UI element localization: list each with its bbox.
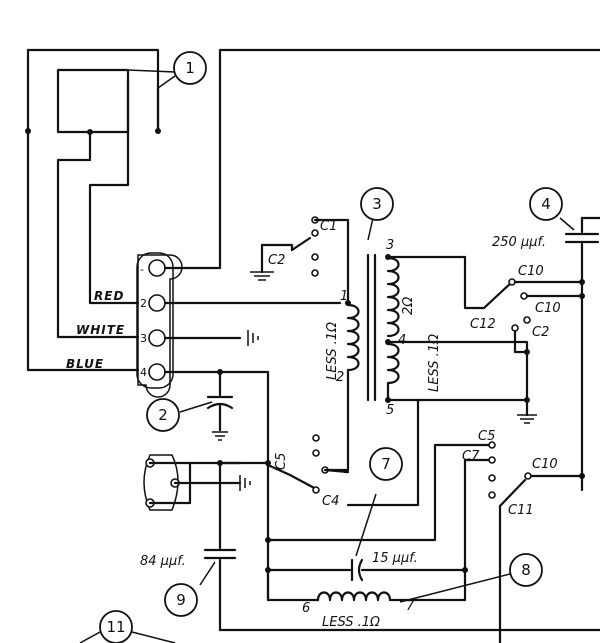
wire-label-blue: BLUE [66, 357, 104, 371]
callout-7-number: 7 [381, 455, 391, 473]
node-2: 2 [336, 370, 344, 385]
capacitor-15: 15 μμf. [350, 493, 467, 582]
terminal-strip: - 2 3 4 [136, 252, 183, 398]
node-7: 7 [406, 599, 415, 614]
ground-right [517, 398, 537, 424]
callout-2-number: 2 [158, 406, 168, 424]
label-left-coil: LESS .1Ω [325, 322, 340, 380]
callout-9-number: 9 [176, 591, 186, 609]
switch-c5-c7-c10-c11: C5 C7 C10 C11 [462, 429, 585, 643]
loop-assembly-1 [25, 48, 176, 372]
label-c5-b: C5 [478, 429, 495, 444]
callout-4: 4 [529, 187, 563, 221]
label-c12: C12 [470, 317, 496, 332]
label-c5-a: C5 [274, 453, 289, 470]
label-bottom-coil: LESS .1Ω [322, 615, 380, 630]
transformer-3: 3 4 5 2Ω LESS .1Ω [366, 217, 442, 418]
label-84: 84 μμf. [140, 554, 186, 569]
node-1: 1 [340, 289, 348, 304]
callout-4-number: 4 [541, 195, 551, 213]
callout-8: 8 [509, 553, 543, 587]
trimmer-capacitor-2 [179, 369, 234, 441]
terminal-mark-3: 3 [140, 332, 147, 345]
callout-11-number: 11 [106, 618, 125, 636]
label-c7: C7 [462, 449, 480, 464]
coil-1-2: 1 2 LESS .1Ω [325, 289, 360, 472]
label-c2-left: C2 [268, 253, 285, 268]
node-5: 5 [386, 403, 394, 418]
ground-symbol [247, 330, 259, 346]
callout-11: 11 [79, 610, 176, 643]
label-c4: C4 [322, 494, 339, 509]
callout-1-number: 1 [185, 59, 195, 77]
callout-2: 2 [146, 398, 180, 432]
wire-label-white: WHITE [76, 323, 125, 337]
label-c10-c: C10 [532, 457, 558, 472]
label-c10-a: C10 [518, 264, 544, 279]
label-right-coil-less: LESS .1Ω [427, 334, 442, 392]
label-c1: C1 [320, 219, 337, 234]
switch-c1-c2: C1 C2 [250, 216, 350, 302]
node-4: 4 [398, 333, 406, 348]
label-c2-right: C2 [532, 325, 549, 340]
terminal-mark-4: 4 [140, 366, 147, 379]
callout-7: 7 [369, 447, 403, 481]
label-c11: C11 [508, 503, 534, 518]
wire-label-red: RED [94, 289, 124, 303]
coil-6-7: 6 7 LESS .1Ω [302, 458, 511, 630]
capacitor-250: 250 μμf. [492, 216, 600, 492]
node-6: 6 [302, 601, 310, 616]
label-15: 15 μμf. [372, 551, 418, 566]
node-3: 3 [386, 238, 394, 253]
callout-3: 3 [360, 187, 394, 221]
switch-c5-c4: C5 C4 [266, 434, 350, 509]
callout-9: 9 [164, 583, 198, 617]
label-c10-b: C10 [535, 301, 561, 316]
label-2-ohm: 2Ω [401, 297, 416, 315]
callout-1: 1 [173, 51, 207, 85]
callout-8-number: 8 [521, 561, 531, 579]
callout-3-number: 3 [372, 195, 382, 213]
terminal-mark-2: 2 [140, 297, 147, 310]
capacitor-84: 84 μμf. [140, 548, 600, 632]
terminal-mark-1: - [140, 263, 144, 276]
label-250: 250 μμf. [492, 235, 546, 250]
